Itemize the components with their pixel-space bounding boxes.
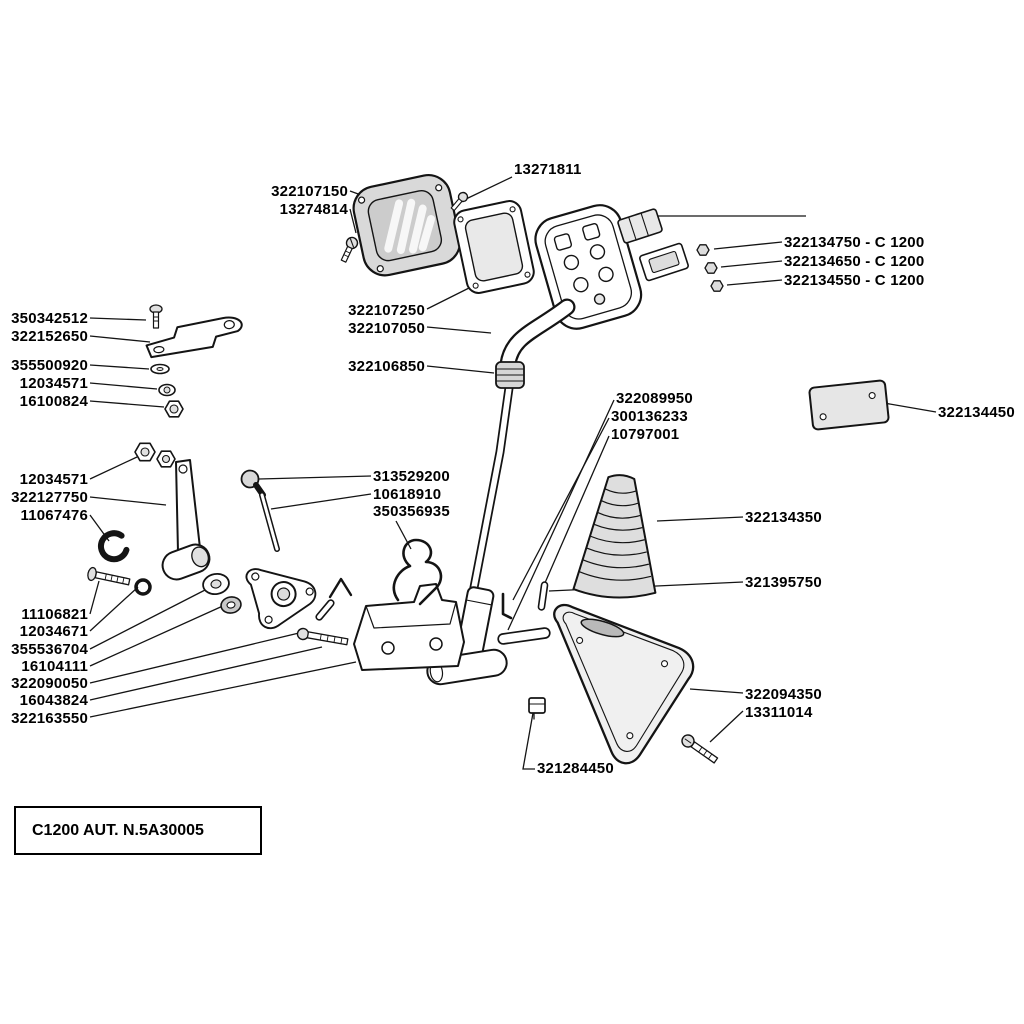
part-lever-tube [462,298,576,629]
part-top-screw [450,191,469,212]
part-label: 12034671 [19,623,88,640]
part-flat-washer [202,572,230,596]
part-label: 322107250 [348,302,425,319]
part-label: 13311014 [745,704,813,721]
part-label: 313529200 [373,468,450,485]
part-hex-nut-b [156,450,176,468]
part-label: 355500920 [11,357,88,374]
part-label: 350342512 [11,310,88,327]
part-hex-screw-3 [710,280,724,292]
part-short-pin [315,599,335,621]
part-lever-arm [161,459,211,581]
part-grille-screw [340,236,359,263]
part-label: 322090050 [11,675,88,692]
part-label: 10618910 [373,486,442,503]
part-small-clip [528,697,546,720]
part-label: 350356935 [373,503,450,520]
part-boot-pin [537,581,549,611]
part-label: 322134350 [745,509,822,526]
part-connector-a [617,208,663,244]
part-spring [328,538,443,606]
part-label: 322106850 [348,358,425,375]
part-label: 322134450 [938,404,1015,421]
part-washer-1 [150,363,170,375]
part-support-bracket [353,583,465,671]
part-label: 322089950 [616,390,693,407]
part-console-screw [681,734,719,764]
part-blanking-plate [808,379,890,431]
part-label: 16100824 [19,393,88,410]
plate-code-box: C1200 AUT. N.5A30005 [14,806,262,855]
part-label: 11106821 [21,606,88,623]
part-left-screw [87,566,131,586]
part-label: 322134750 - C 1200 [784,234,925,251]
part-rubber-boot [572,474,657,599]
part-label: 12034571 [19,375,88,392]
part-hex-nut-a [134,442,156,462]
part-label: 16104111 [21,658,88,675]
part-label: 11067476 [20,507,88,524]
part-lever-bushing [495,361,525,389]
part-washer-2 [158,383,176,397]
part-label: 322127750 [11,489,88,506]
part-cross-pin [497,627,551,645]
leader-lines [89,176,937,770]
part-label: 321284450 [537,760,614,777]
part-label: 16043824 [19,692,88,709]
part-bracket-screw [149,304,163,329]
part-label: 300136233 [611,408,688,425]
part-label: 322163550 [11,710,88,727]
part-label: 322094350 [745,686,822,703]
parts-artwork [87,174,890,765]
part-console [553,603,695,765]
part-label: 322134550 - C 1200 [784,272,925,289]
part-label: 322134650 - C 1200 [784,253,925,270]
part-label: 13274814 [279,201,348,218]
part-hex-screw-1 [696,244,710,256]
part-label: 12034571 [19,471,88,488]
plate-code: C1200 AUT. N.5A30005 [32,821,204,839]
part-long-bolt [296,627,349,646]
part-label: 322152650 [11,328,88,345]
part-connector-b [639,242,689,282]
part-label: 322107150 [271,183,348,200]
part-selector-head [534,204,643,330]
part-snap-washer [134,578,152,596]
part-label: 10797001 [611,426,680,443]
part-trunnion-plate [245,568,317,630]
part-label: 321395750 [745,574,822,591]
part-nut [164,400,184,418]
part-label: 355536704 [11,641,88,658]
part-hook-pin [501,592,513,620]
part-bracket [145,316,243,359]
part-vent-grille [352,174,462,277]
part-hex-screw-2 [704,262,718,274]
part-bushing-ring [220,596,242,614]
part-c-clip [98,530,130,563]
part-label: 322107050 [348,320,425,337]
part-gasket-frame [453,200,535,294]
part-label: 13271811 [514,161,582,178]
part-ball-stud [240,469,280,552]
